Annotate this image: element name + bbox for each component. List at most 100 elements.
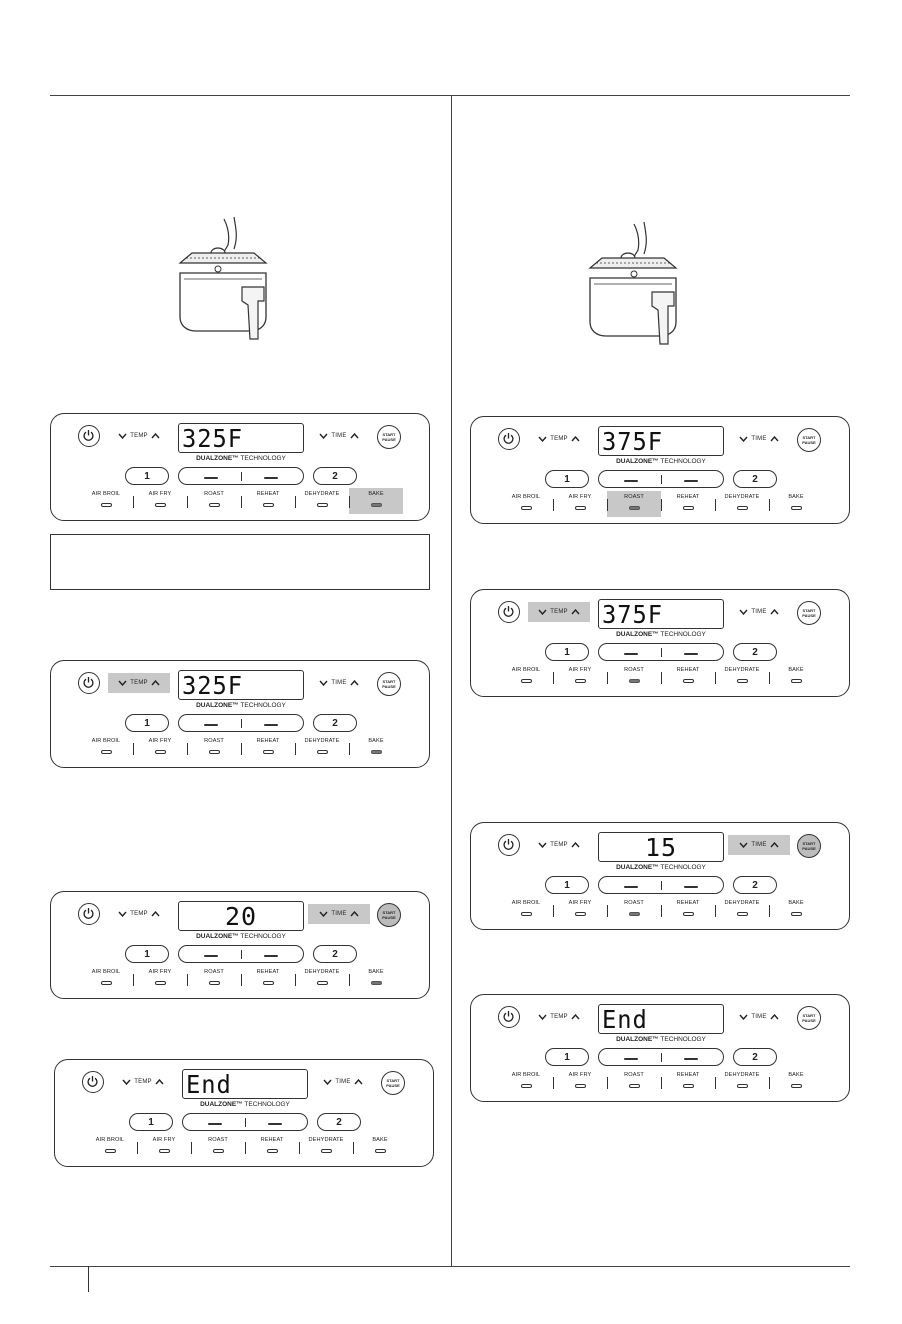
time-up-icon[interactable] [354, 1079, 363, 1085]
mode-air-fry[interactable]: AIR FRY [137, 1134, 191, 1160]
mode-bake[interactable]: BAKE [769, 491, 823, 517]
temp-up-icon[interactable] [571, 436, 580, 442]
time-down-icon[interactable] [739, 609, 748, 615]
mode-air-fry[interactable]: AIR FRY [553, 491, 607, 517]
mode-reheat[interactable]: REHEAT [245, 1134, 299, 1160]
mode-roast[interactable]: ROAST [187, 488, 241, 514]
start-pause-button[interactable]: START PAUSE [377, 425, 401, 449]
mode-bake[interactable]: BAKE [349, 735, 403, 761]
mode-roast[interactable]: ROAST [607, 491, 661, 517]
mode-roast[interactable]: ROAST [607, 664, 661, 690]
match-sync-buttons[interactable] [178, 467, 304, 485]
start-pause-button[interactable]: START PAUSE [381, 1071, 405, 1095]
zone-1-button[interactable]: 1 [125, 945, 169, 963]
time-down-icon[interactable] [323, 1079, 332, 1085]
time-up-icon[interactable] [770, 436, 779, 442]
mode-reheat[interactable]: REHEAT [661, 897, 715, 923]
time-up-icon[interactable] [770, 842, 779, 848]
power-button[interactable] [498, 601, 520, 623]
match-sync-buttons[interactable] [598, 1048, 724, 1066]
mode-dehydrate[interactable]: DEHYDRATE [715, 664, 769, 690]
mode-dehydrate[interactable]: DEHYDRATE [295, 735, 349, 761]
temp-up-icon[interactable] [151, 680, 160, 686]
zone-2-button[interactable]: 2 [733, 470, 777, 488]
mode-bake[interactable]: BAKE [769, 897, 823, 923]
temp-down-icon[interactable] [118, 433, 127, 439]
mode-reheat[interactable]: REHEAT [241, 735, 295, 761]
time-down-icon[interactable] [319, 911, 328, 917]
mode-roast[interactable]: ROAST [191, 1134, 245, 1160]
match-sync-buttons[interactable] [182, 1113, 308, 1131]
match-sync-buttons[interactable] [598, 470, 724, 488]
start-pause-button[interactable]: START PAUSE [797, 601, 821, 625]
zone-1-button[interactable]: 1 [545, 876, 589, 894]
temp-down-icon[interactable] [538, 842, 547, 848]
mode-dehydrate[interactable]: DEHYDRATE [295, 966, 349, 992]
time-up-icon[interactable] [350, 911, 359, 917]
zone-1-button[interactable]: 1 [545, 1048, 589, 1066]
match-sync-buttons[interactable] [598, 876, 724, 894]
zone-1-button[interactable]: 1 [545, 470, 589, 488]
mode-air-broil[interactable]: AIR BROIL [79, 488, 133, 514]
mode-dehydrate[interactable]: DEHYDRATE [299, 1134, 353, 1160]
power-button[interactable] [78, 425, 100, 447]
mode-bake[interactable]: BAKE [353, 1134, 407, 1160]
time-up-icon[interactable] [350, 433, 359, 439]
start-pause-button[interactable]: START PAUSE [797, 834, 821, 858]
mode-air-broil[interactable]: AIR BROIL [499, 897, 553, 923]
zone-1-button[interactable]: 1 [125, 467, 169, 485]
mode-roast[interactable]: ROAST [607, 897, 661, 923]
mode-air-fry[interactable]: AIR FRY [553, 897, 607, 923]
mode-air-broil[interactable]: AIR BROIL [83, 1134, 137, 1160]
start-pause-button[interactable]: START PAUSE [797, 1006, 821, 1030]
mode-bake[interactable]: BAKE [349, 966, 403, 992]
temp-down-icon[interactable] [118, 680, 127, 686]
time-down-icon[interactable] [739, 436, 748, 442]
mode-bake[interactable]: BAKE [349, 488, 403, 514]
power-button[interactable] [82, 1071, 104, 1093]
match-sync-buttons[interactable] [598, 643, 724, 661]
mode-dehydrate[interactable]: DEHYDRATE [295, 488, 349, 514]
mode-roast[interactable]: ROAST [187, 735, 241, 761]
start-pause-button[interactable]: START PAUSE [377, 903, 401, 927]
time-down-icon[interactable] [319, 433, 328, 439]
mode-reheat[interactable]: REHEAT [661, 1069, 715, 1095]
power-button[interactable] [498, 1006, 520, 1028]
zone-2-button[interactable]: 2 [733, 1048, 777, 1066]
mode-bake[interactable]: BAKE [769, 1069, 823, 1095]
mode-roast[interactable]: ROAST [607, 1069, 661, 1095]
time-down-icon[interactable] [319, 680, 328, 686]
mode-bake[interactable]: BAKE [769, 664, 823, 690]
zone-2-button[interactable]: 2 [313, 467, 357, 485]
mode-air-broil[interactable]: AIR BROIL [79, 735, 133, 761]
time-down-icon[interactable] [739, 842, 748, 848]
mode-air-broil[interactable]: AIR BROIL [499, 1069, 553, 1095]
power-button[interactable] [498, 834, 520, 856]
mode-reheat[interactable]: REHEAT [661, 491, 715, 517]
mode-air-fry[interactable]: AIR FRY [133, 966, 187, 992]
start-pause-button[interactable]: START PAUSE [797, 428, 821, 452]
mode-dehydrate[interactable]: DEHYDRATE [715, 1069, 769, 1095]
power-button[interactable] [78, 672, 100, 694]
temp-up-icon[interactable] [571, 1014, 580, 1020]
temp-down-icon[interactable] [538, 1014, 547, 1020]
mode-air-fry[interactable]: AIR FRY [553, 1069, 607, 1095]
temp-up-icon[interactable] [155, 1079, 164, 1085]
temp-up-icon[interactable] [151, 433, 160, 439]
temp-up-icon[interactable] [571, 609, 580, 615]
start-pause-button[interactable]: START PAUSE [377, 672, 401, 696]
zone-1-button[interactable]: 1 [129, 1113, 173, 1131]
temp-up-icon[interactable] [151, 911, 160, 917]
mode-air-broil[interactable]: AIR BROIL [79, 966, 133, 992]
time-up-icon[interactable] [770, 609, 779, 615]
zone-2-button[interactable]: 2 [733, 876, 777, 894]
mode-reheat[interactable]: REHEAT [241, 488, 295, 514]
mode-air-fry[interactable]: AIR FRY [133, 488, 187, 514]
power-button[interactable] [498, 428, 520, 450]
time-up-icon[interactable] [770, 1014, 779, 1020]
match-sync-buttons[interactable] [178, 714, 304, 732]
zone-2-button[interactable]: 2 [317, 1113, 361, 1131]
time-down-icon[interactable] [739, 1014, 748, 1020]
temp-down-icon[interactable] [538, 436, 547, 442]
mode-air-broil[interactable]: AIR BROIL [499, 491, 553, 517]
